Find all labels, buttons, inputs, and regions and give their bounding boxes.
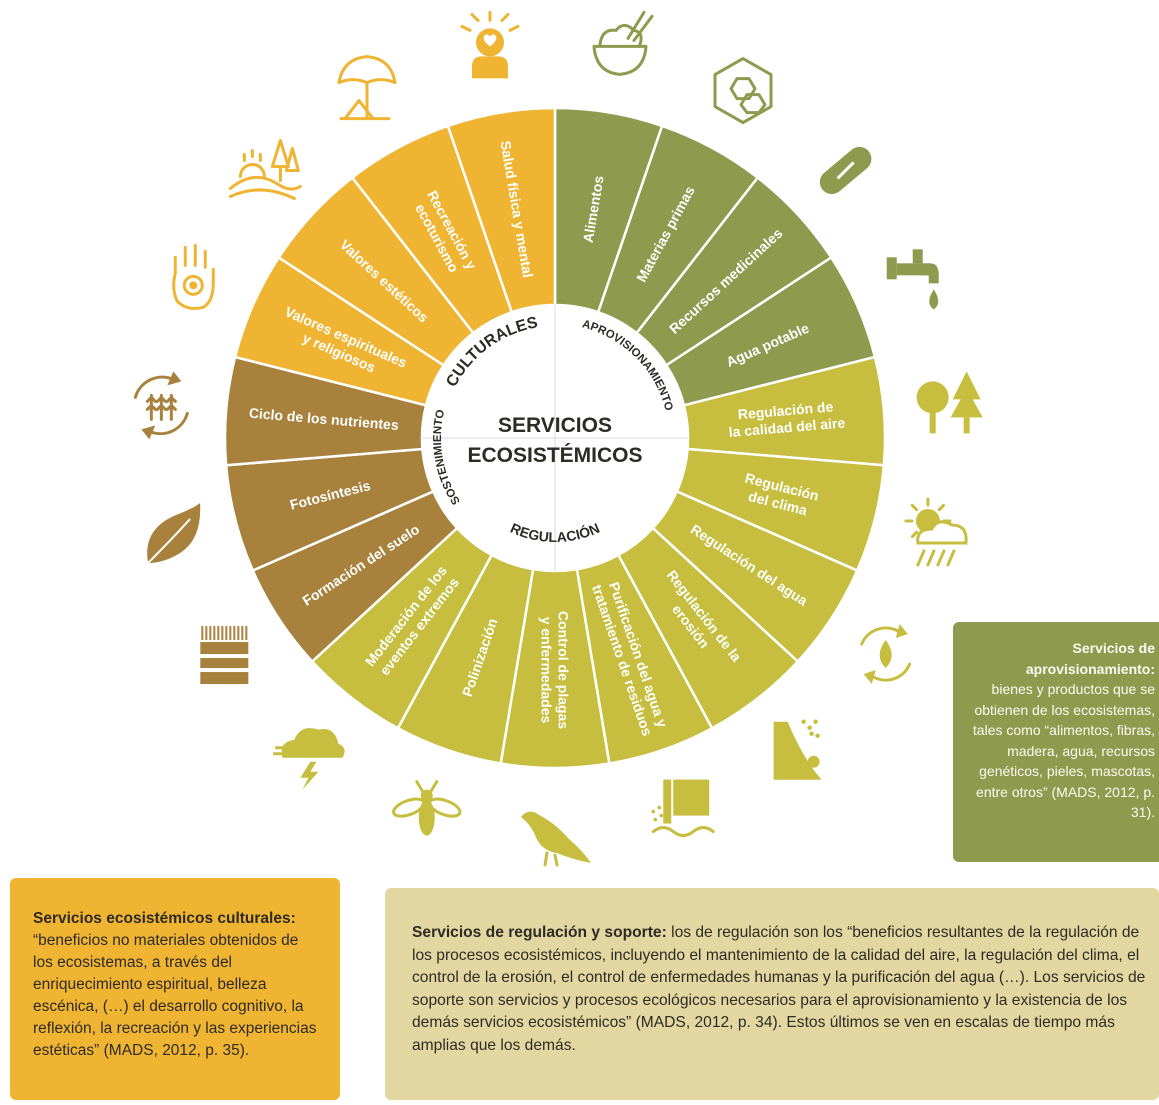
culturales-box-text: “beneficios no materiales obtenidos de l… xyxy=(33,932,317,1059)
center-title-line2: ECOSISTÉMICOS xyxy=(467,444,642,467)
aprovisionamiento-box-title: Servicios de aprovisionamiento: xyxy=(1025,640,1155,677)
landscape-icon xyxy=(228,138,302,200)
wheel-hub: SERVICIOS ECOSISTÉMICOS xyxy=(422,305,688,571)
bird-icon xyxy=(521,811,591,867)
water-cycle-icon xyxy=(860,624,912,685)
food-bowl-icon xyxy=(592,10,654,76)
segment-label-line: Control de plagas xyxy=(556,611,572,729)
trees-icon xyxy=(916,371,983,434)
regulacion-box-title: Servicios de regulación y soporte: xyxy=(412,924,667,941)
aprovisionamiento-definition-box: Servicios de aprovisionamiento: bienes y… xyxy=(953,622,1159,862)
pill-icon xyxy=(819,146,872,195)
regulacion-soporte-definition-box: Servicios de regulación y soporte: los d… xyxy=(385,888,1159,1100)
water-treatment-icon xyxy=(651,779,715,838)
beach-umbrella-icon xyxy=(337,55,397,121)
erosion-icon xyxy=(773,719,822,780)
leaf-icon xyxy=(147,502,201,564)
weather-icon xyxy=(904,497,968,567)
segment-label-line: Regulación de xyxy=(737,398,834,422)
center-title-line1: SERVICIOS xyxy=(498,414,612,437)
health-person-icon xyxy=(460,10,520,79)
hand-icon xyxy=(172,243,215,310)
segment-label-line: y enfermedades xyxy=(539,617,555,724)
bee-icon xyxy=(392,780,462,836)
raw-materials-icon xyxy=(713,57,773,125)
culturales-box-title: Servicios ecosistémicos culturales: xyxy=(33,910,296,927)
water-tap-icon xyxy=(886,249,939,310)
culturales-definition-box: Servicios ecosistémicos culturales: “ben… xyxy=(10,878,340,1100)
regulacion-box-text: los de regulación son los “beneficios re… xyxy=(412,924,1146,1054)
storm-icon xyxy=(272,728,345,790)
service-icons xyxy=(133,10,983,867)
soil-layers-icon xyxy=(200,626,249,685)
aprovisionamiento-box-text: bienes y productos que se obtienen de lo… xyxy=(972,681,1155,820)
nutrient-cycle-icon xyxy=(133,371,189,440)
